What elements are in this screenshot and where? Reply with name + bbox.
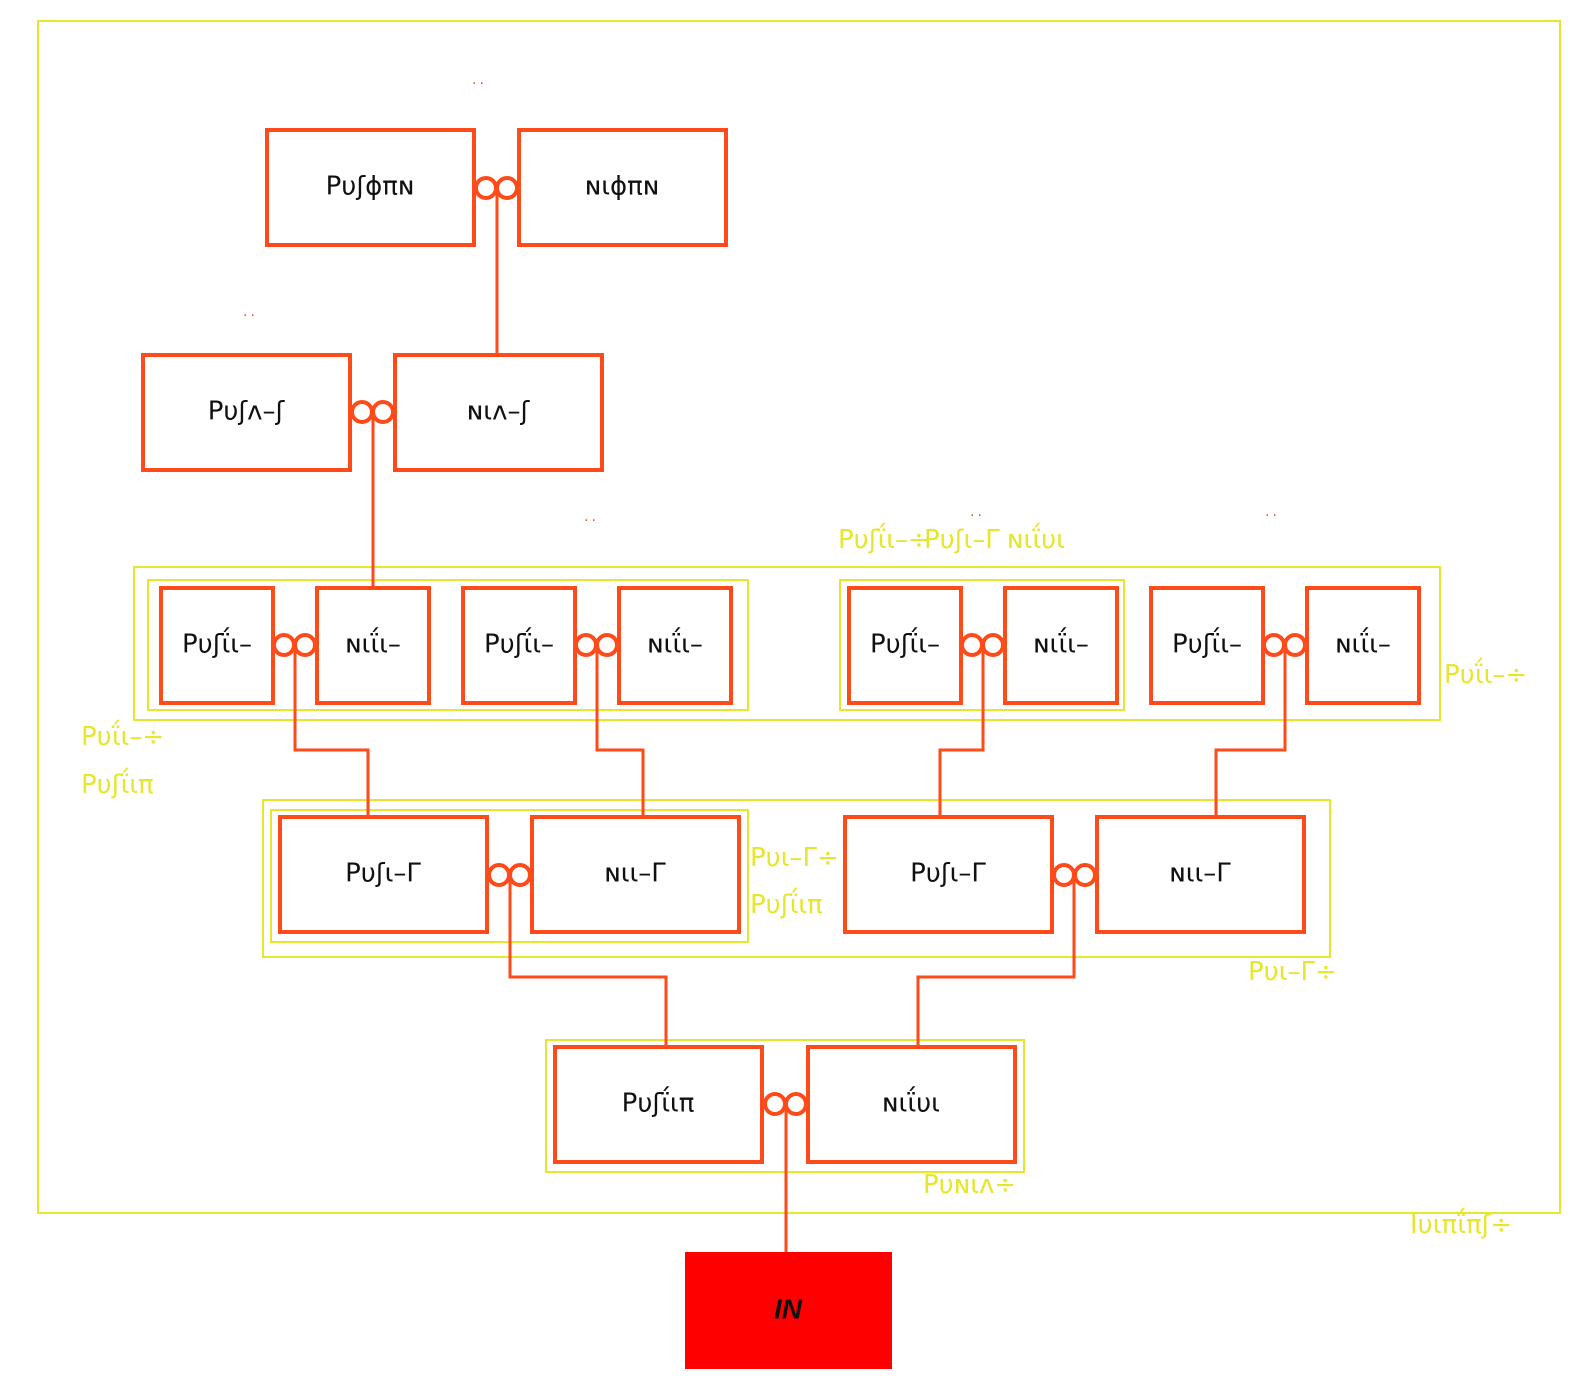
connector-icon (1073, 863, 1097, 887)
group-label-left-a: Ρυΐι–÷ (81, 719, 164, 752)
box-mid-left (141, 353, 352, 472)
group-label-row3-top-c: ɴιΐυι (1007, 522, 1065, 555)
box-mid-left-label: Ρυʃʌ–ʃ (208, 397, 286, 427)
wire-row3a-row4a (293, 645, 370, 817)
connector-icon (784, 1092, 808, 1116)
connector-icon (595, 633, 619, 657)
dot-marker: ·· (584, 513, 599, 529)
box-row3-1-label: Ρυʃΐι– (182, 627, 252, 660)
box-row3-6 (1003, 586, 1119, 705)
group-label-row4-mid-a: Ρυι–Γ÷ (750, 843, 839, 873)
group-label-row4-mid-b: Ρυʃΐιπ (750, 887, 823, 920)
box-row3-6-label: ɴιΐι– (1033, 627, 1089, 660)
box-row4-1-label: Ρυʃι–Γ (345, 859, 421, 889)
box-row3-8 (1305, 586, 1421, 705)
box-top-right-label: ɴιϕπɴ (585, 172, 660, 202)
group-row3-left (147, 579, 749, 711)
box-row3-3-label: Ρυʃΐι– (484, 627, 554, 660)
wire-row4a-row5 (508, 875, 668, 1047)
wire-row3c-row4b (938, 645, 985, 817)
input-label: IN (774, 1293, 803, 1324)
boxes (141, 128, 1421, 1164)
box-row3-1 (159, 586, 275, 705)
outer-frame (37, 20, 1561, 1214)
box-row5-1 (553, 1045, 764, 1164)
connector-icon (960, 633, 984, 657)
connector-icon (981, 633, 1005, 657)
box-row5-1-label: Ρυʃΐιπ (622, 1086, 695, 1119)
group-row3-outer (133, 566, 1441, 721)
connector-icon (1052, 863, 1076, 887)
box-row3-3 (461, 586, 577, 705)
group-row4-outer (262, 799, 1331, 958)
connector-icon (293, 633, 317, 657)
box-top-left-label: Ρυʃϕπɴ (326, 172, 415, 202)
connectors (272, 176, 1307, 1116)
box-row4-2-label: ɴιι–Γ (604, 859, 666, 889)
connector-icon (371, 400, 395, 424)
group-label-outer: Ιυιπΐπʃ÷ (1410, 1207, 1512, 1240)
wires (293, 188, 1287, 1253)
dot-marker: ·· (970, 508, 985, 524)
input-block (685, 1252, 892, 1369)
dot-marker: ·· (243, 308, 258, 324)
box-row4-4-label: ɴιι–Γ (1169, 859, 1231, 889)
box-row3-2 (315, 586, 431, 705)
connector-icon (508, 863, 532, 887)
connector-icon (763, 1092, 787, 1116)
group-label-row3-top-a: Ρυʃΐι–÷ (838, 522, 930, 555)
connector-icon (272, 633, 296, 657)
box-mid-right-label: ɴιʌ–ʃ (467, 397, 531, 427)
dot-marker: ·· (1265, 508, 1280, 524)
group-label-row4-right: Ρυι–Γ÷ (1248, 957, 1337, 987)
connector-icon (1262, 633, 1286, 657)
connector-icon (350, 400, 374, 424)
dot-marker: ·· (472, 76, 487, 92)
group-label-row5: Ρυɴιʌ÷ (923, 1170, 1016, 1200)
box-row4-4 (1095, 815, 1306, 934)
box-row3-4 (617, 586, 733, 705)
connector-icon (474, 176, 498, 200)
box-mid-right (393, 353, 604, 472)
group-label-left-b: Ρυʃΐιπ (81, 767, 154, 800)
wire-row3d-row4b (1214, 645, 1287, 817)
group-label-row3-top-b: Ρυʃι–Γ (924, 525, 1000, 555)
connector-icon (1283, 633, 1307, 657)
box-top-left (265, 128, 476, 247)
box-row4-3 (843, 815, 1054, 934)
box-row3-5-label: Ρυʃΐι– (870, 627, 940, 660)
box-top-right (517, 128, 728, 247)
box-row3-4-label: ɴιΐι– (647, 627, 703, 660)
box-row4-3-label: Ρυʃι–Γ (910, 859, 986, 889)
group-label-row3-right: Ρυΐι–÷ (1444, 657, 1527, 690)
connector-icon (495, 176, 519, 200)
box-row3-8-label: ɴιΐι– (1335, 627, 1391, 660)
box-row4-2 (530, 815, 741, 934)
connector-icon (574, 633, 598, 657)
box-row5-2 (806, 1045, 1017, 1164)
box-row4-1 (278, 815, 489, 934)
wire-row3b-row4a (595, 645, 645, 817)
connector-icon (487, 863, 511, 887)
box-row3-2-label: ɴιΐι– (345, 627, 401, 660)
box-row3-7-label: Ρυʃΐι– (1172, 627, 1242, 660)
wire-row4b-row5 (916, 875, 1076, 1047)
box-row5-2-label: ɴιΐυι (882, 1086, 940, 1119)
box-row3-7 (1149, 586, 1265, 705)
box-row3-5 (847, 586, 963, 705)
